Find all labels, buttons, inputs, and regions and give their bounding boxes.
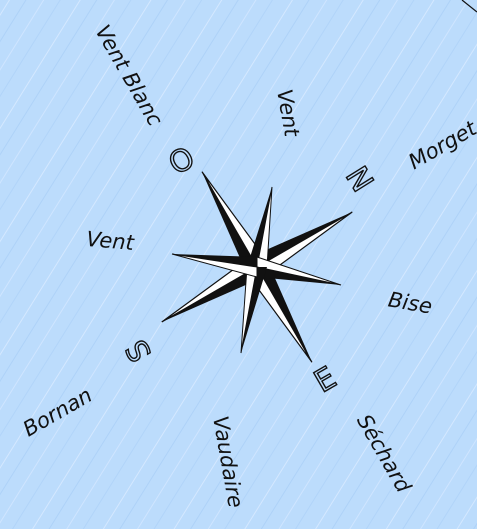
wind-label-west-lower: Vent (85, 227, 135, 255)
